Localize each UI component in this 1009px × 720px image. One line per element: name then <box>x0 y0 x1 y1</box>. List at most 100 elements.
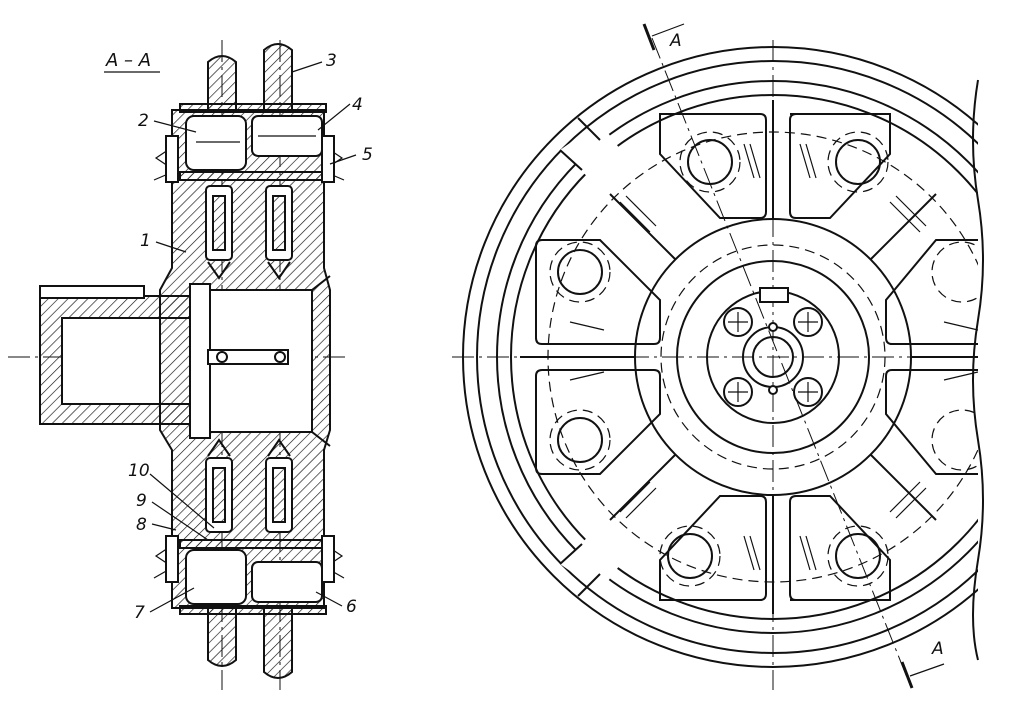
hub-bolt-marks <box>728 312 818 402</box>
hub-small-hole-bottom <box>768 385 778 395</box>
leader-2 <box>153 120 197 133</box>
bolt-hole-left <box>216 351 228 363</box>
pocket-bottom-right <box>789 495 891 601</box>
pocket-top-right <box>789 113 891 219</box>
pin-lower-left <box>185 549 247 605</box>
plate-upper-inner <box>179 171 327 181</box>
keyway-strip <box>39 285 145 299</box>
rim-gap-edges-lower <box>559 543 601 597</box>
leader-9 <box>151 501 209 541</box>
spring-upper-left <box>212 195 226 251</box>
diagonal-spokes <box>609 193 937 521</box>
section-arrow-bottom <box>909 663 945 677</box>
sprocket-tooth-upper-left <box>207 55 237 111</box>
roller-6-core <box>835 533 881 579</box>
section-title: A – A <box>105 50 151 71</box>
section-cut-line <box>651 37 909 681</box>
section-arrow-top <box>651 23 685 37</box>
callout-10: 10 <box>128 461 150 481</box>
clips-sides <box>569 321 978 381</box>
leader-7 <box>149 587 195 613</box>
outer-rim-middle <box>476 60 978 654</box>
section-cut-mark-top <box>642 23 656 51</box>
spring-upper-right <box>272 195 286 251</box>
outer-rim-inner <box>496 80 978 634</box>
roller-3 <box>549 241 611 303</box>
plate-upper-outer <box>179 103 327 113</box>
bolt-hole-right <box>274 351 286 363</box>
channel-tips-upper <box>207 261 291 280</box>
callout-2: 2 <box>138 111 149 131</box>
sprocket-tooth-upper-right <box>263 43 293 111</box>
section-marker-top: A <box>669 31 682 51</box>
shaft-bore-inner <box>752 336 794 378</box>
outer-rim-outer <box>462 46 978 668</box>
pocket-bottom-left <box>659 495 767 601</box>
side-bolt-lower-left <box>165 535 179 583</box>
pin-upper-left <box>185 115 247 171</box>
pocket-left-upper <box>535 239 661 345</box>
leader-10 <box>149 473 215 529</box>
sprocket-tooth-lower-left <box>207 607 237 667</box>
clips-diagonal-upper <box>619 195 927 233</box>
callout-6: 6 <box>346 597 357 617</box>
section-marker-bottom: A <box>931 639 944 659</box>
pocket-right-upper <box>885 239 978 345</box>
front-view <box>452 23 978 690</box>
roller-4-core <box>557 417 603 463</box>
rim-gap-lower <box>560 357 773 592</box>
hub-small-hole-top <box>768 322 778 332</box>
hub-key <box>759 287 789 303</box>
bore-chamfer <box>300 275 331 447</box>
pocket-left-lower <box>535 369 661 475</box>
break-line <box>972 79 984 661</box>
callout-1: 1 <box>140 231 151 251</box>
clips-top <box>743 143 817 179</box>
hub-bolts <box>723 307 823 407</box>
rim-gap-edges-upper <box>559 117 601 171</box>
roller-2 <box>827 131 889 193</box>
roller-1 <box>679 131 741 193</box>
roller-5-core <box>667 533 713 579</box>
channel-tips-lower <box>207 438 291 457</box>
key-slot <box>207 349 289 365</box>
spring-lower-left <box>212 467 226 523</box>
pocket-top-left <box>659 113 767 219</box>
leader-5 <box>329 154 357 165</box>
radial-spokes <box>520 100 978 614</box>
roller-6 <box>827 525 889 587</box>
plate-lower-outer <box>179 605 327 615</box>
pin-lower-right <box>251 561 323 603</box>
roller-2-core <box>835 139 881 185</box>
clips <box>569 143 978 571</box>
leader-1 <box>155 241 187 253</box>
rim-gap-upper <box>560 122 773 357</box>
callout-4: 4 <box>352 95 363 115</box>
cotter-pins-upper <box>153 149 345 181</box>
callout-5: 5 <box>362 145 373 165</box>
callout-3: 3 <box>326 51 337 71</box>
roller-8 <box>931 409 978 471</box>
pitch-circle-inner <box>660 244 886 470</box>
section-cut-mark-bottom <box>900 661 914 689</box>
rollers <box>549 131 978 587</box>
roller-3-core <box>557 249 603 295</box>
sprocket-tooth-lower-right <box>263 607 293 679</box>
disk-edge <box>510 94 978 620</box>
callout-7: 7 <box>134 603 145 623</box>
leader-4 <box>317 103 351 131</box>
callout-9: 9 <box>136 491 147 511</box>
clips-bottom <box>743 535 817 571</box>
side-bolt-upper-right <box>321 135 335 183</box>
roller-4 <box>549 409 611 471</box>
leader-6 <box>315 591 343 607</box>
callout-8: 8 <box>136 515 147 535</box>
section-view: A – A <box>8 40 373 690</box>
cotter-pins-lower <box>153 547 345 579</box>
spring-lower-right <box>272 467 286 523</box>
pocket-right-lower <box>885 369 978 475</box>
pockets <box>535 113 978 601</box>
clips-diagonal-lower <box>619 481 927 519</box>
side-bolt-upper-left <box>165 135 179 183</box>
